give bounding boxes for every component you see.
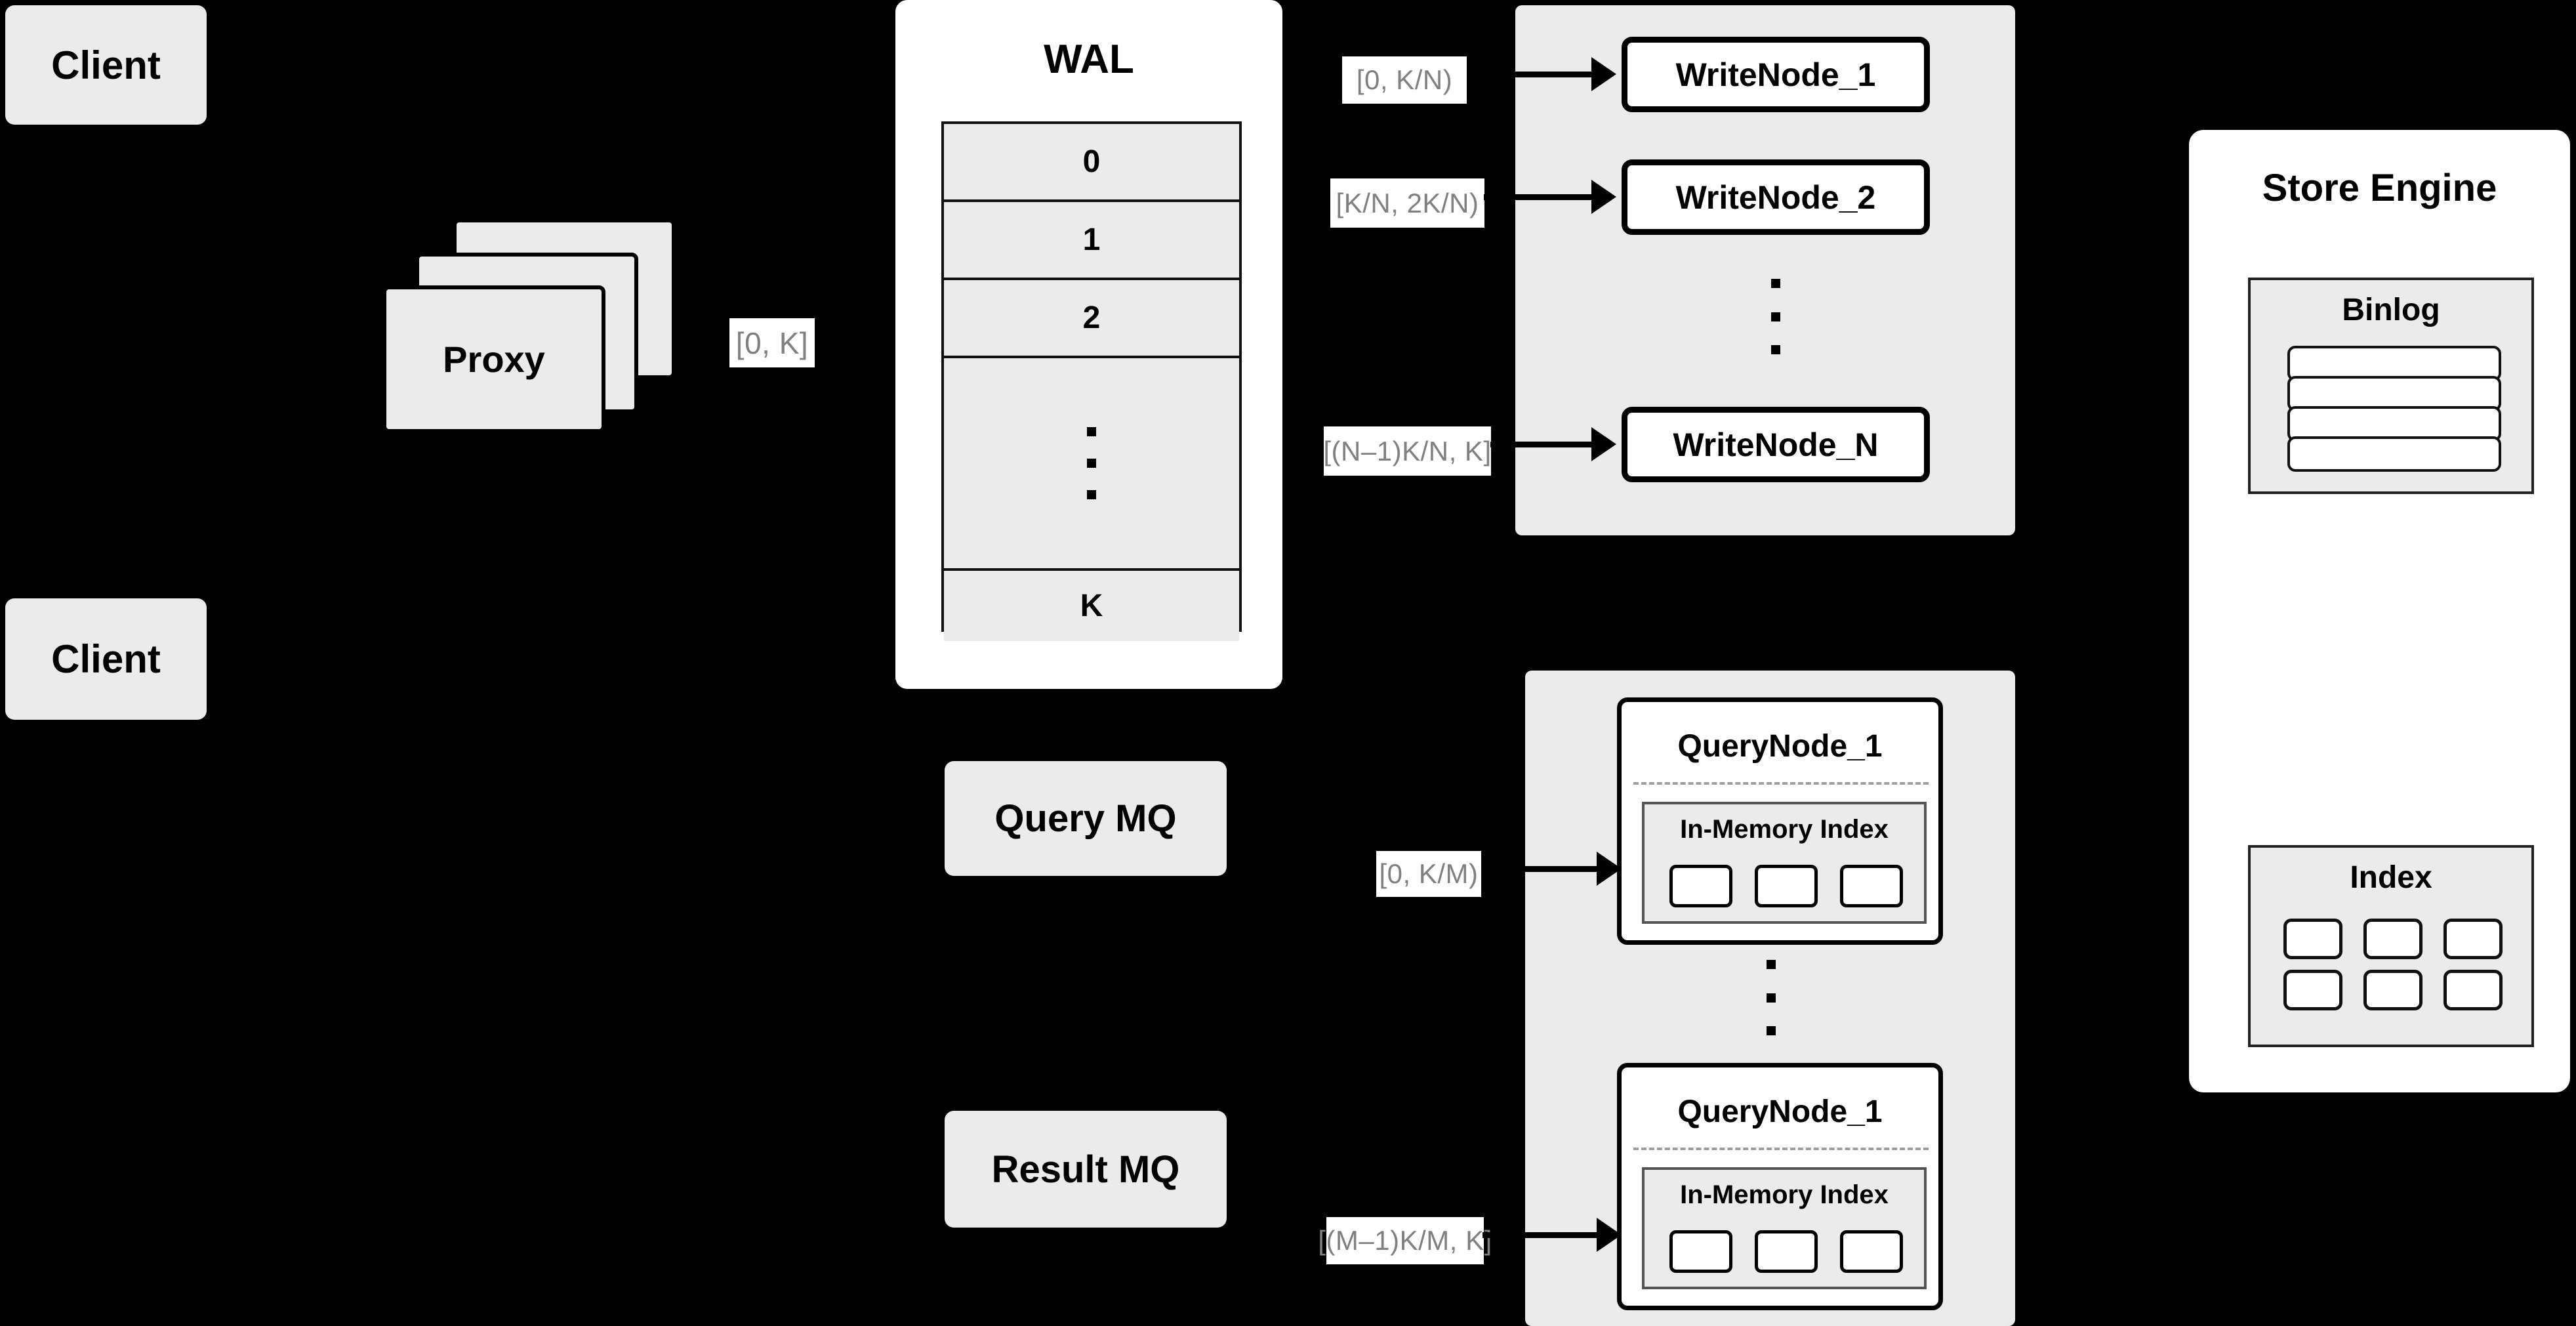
- client-label: Client: [51, 637, 161, 681]
- result-mq-label: Result MQ: [991, 1148, 1180, 1191]
- wal-row[interactable]: 1: [944, 202, 1239, 280]
- arrow-head-write-2: [1591, 180, 1616, 214]
- proxy-box[interactable]: Proxy: [382, 285, 605, 433]
- in-memory-index-box: In-Memory Index: [1642, 802, 1927, 924]
- binlog-box: Binlog: [2248, 278, 2534, 494]
- query-node-divider: [1633, 1148, 1929, 1150]
- index-cell[interactable]: [1840, 1230, 1903, 1273]
- index-cell[interactable]: [2443, 919, 2503, 959]
- query-node-2[interactable]: QueryNode_1 In-Memory Index: [1617, 1063, 1943, 1310]
- arrow-head-query-1: [1597, 852, 1622, 886]
- index-cell[interactable]: [2363, 970, 2423, 1010]
- arrow-line-query-2: [1482, 1232, 1599, 1238]
- store-engine-title: Store Engine: [2262, 167, 2497, 209]
- index-title: Index: [2350, 860, 2432, 895]
- wal-row[interactable]: K: [944, 571, 1239, 641]
- store-engine-panel: Store Engine Binlog Index: [2189, 130, 2570, 1092]
- client-label: Client: [51, 43, 161, 87]
- arrow-head-write-1: [1591, 57, 1616, 91]
- index-cell[interactable]: [1755, 1230, 1818, 1273]
- query-mq-label: Query MQ: [994, 797, 1177, 840]
- index-cell[interactable]: [2363, 919, 2423, 959]
- in-memory-index-title: In-Memory Index: [1680, 1180, 1889, 1209]
- query-node-title: QueryNode_1: [1677, 729, 1883, 764]
- arrow-line-write-2: [1484, 194, 1594, 200]
- arrow-line-write-1: [1469, 72, 1594, 77]
- write-node-label: WriteNode_N: [1673, 426, 1879, 463]
- index-cell[interactable]: [2283, 919, 2342, 959]
- wal-panel: WAL 0 1 2 K: [895, 0, 1282, 689]
- query-node-1[interactable]: QueryNode_1 In-Memory Index: [1617, 697, 1943, 945]
- index-cell[interactable]: [2443, 970, 2503, 1010]
- wal-row[interactable]: 2: [944, 280, 1239, 358]
- range-label-query-node-1: [0, K/M): [1376, 851, 1481, 897]
- client-box-top[interactable]: Client: [5, 5, 207, 125]
- range-label-write-node-n: [(N–1)K/N, K]: [1323, 426, 1491, 476]
- wal-row[interactable]: 0: [944, 124, 1239, 202]
- write-node-1[interactable]: WriteNode_1: [1622, 37, 1930, 112]
- query-node-title: QueryNode_1: [1677, 1094, 1883, 1129]
- wal-table: 0 1 2 K: [941, 121, 1242, 641]
- write-node-label: WriteNode_1: [1675, 56, 1876, 93]
- write-cluster-ellipsis-icon: [1769, 279, 1782, 354]
- proxy-label: Proxy: [443, 339, 545, 380]
- binlog-title: Binlog: [2342, 293, 2440, 327]
- index-cell[interactable]: [1840, 865, 1903, 907]
- range-label-write-node-1: [0, K/N): [1342, 56, 1467, 104]
- wal-row-ellipsis: [944, 358, 1239, 571]
- write-node-2[interactable]: WriteNode_2: [1622, 159, 1930, 235]
- wal-title: WAL: [1044, 37, 1134, 82]
- write-node-n[interactable]: WriteNode_N: [1622, 407, 1930, 482]
- vertical-ellipsis-icon: [1087, 427, 1096, 499]
- index-box: Index: [2248, 845, 2534, 1047]
- query-node-divider: [1633, 782, 1929, 785]
- arrow-head-query-2: [1597, 1218, 1622, 1252]
- range-label-query-node-2: [(M–1)K/M, K]: [1318, 1217, 1492, 1264]
- result-mq-box[interactable]: Result MQ: [945, 1111, 1227, 1228]
- range-text: [0, K]: [735, 325, 809, 360]
- index-cell[interactable]: [1669, 865, 1732, 907]
- in-memory-index-box: In-Memory Index: [1642, 1167, 1927, 1289]
- arrow-head-write-n: [1591, 427, 1616, 461]
- index-cell[interactable]: [2283, 970, 2342, 1010]
- range-label-write-node-2: [K/N, 2K/N): [1330, 178, 1484, 228]
- query-cluster-ellipsis-icon: [1765, 960, 1778, 1035]
- binlog-row[interactable]: [2287, 436, 2501, 472]
- client-box-bottom[interactable]: Client: [5, 598, 207, 720]
- arrow-line-write-n: [1490, 442, 1594, 447]
- in-memory-index-title: In-Memory Index: [1680, 815, 1889, 844]
- range-label-proxy-to-wal: [0, K]: [729, 318, 815, 367]
- index-cell[interactable]: [1669, 1230, 1732, 1273]
- index-cell[interactable]: [1755, 865, 1818, 907]
- write-node-label: WriteNode_2: [1675, 178, 1876, 216]
- query-mq-box[interactable]: Query MQ: [945, 761, 1227, 876]
- arrow-line-query-1: [1481, 866, 1599, 872]
